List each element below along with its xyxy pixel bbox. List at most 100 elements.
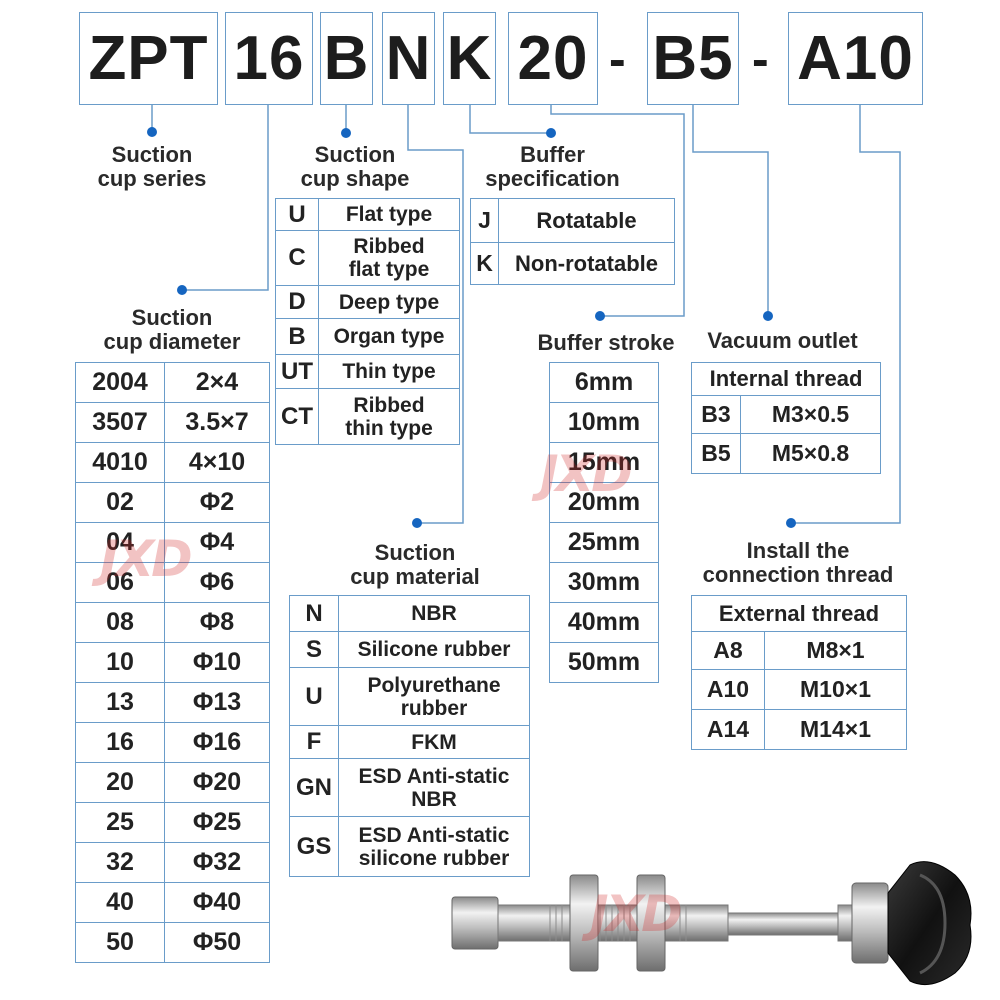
table-row: 10mm [549, 402, 659, 443]
watermark: JXD [540, 445, 633, 503]
stroke-cell: 6mm [549, 362, 659, 403]
diameter-size-cell: Φ16 [164, 722, 270, 763]
table-row: 25mm [549, 522, 659, 563]
table-row: 20mm [549, 482, 659, 523]
diameter-size-cell: Φ13 [164, 682, 270, 723]
table-row: External thread [691, 595, 907, 632]
diameter-size-cell: 2×4 [164, 362, 270, 403]
table-row: 40mm [549, 602, 659, 643]
code-buffer-stroke: 20 [508, 12, 598, 105]
suction-cup-product-image [451, 861, 972, 986]
diameter-code-cell: 3507 [75, 402, 165, 443]
vacuum-outlet-label: Vacuum outlet [707, 328, 858, 353]
table-row: S Silicone rubber [289, 631, 530, 668]
stroke-cell: 50mm [549, 642, 659, 683]
diameter-code-cell: 4010 [75, 442, 165, 483]
diameter-code-cell: 20 [75, 762, 165, 803]
table-row: N NBR [289, 595, 530, 632]
table-row: D Deep type [275, 285, 460, 319]
code-connection: A10 [788, 12, 923, 105]
diameter-code-cell: 13 [75, 682, 165, 723]
watermark: JXD [590, 885, 683, 943]
buffer-spec-dot [546, 128, 556, 138]
code-dash: - [752, 31, 769, 87]
table-row: J Rotatable [470, 198, 675, 243]
diameter-code-cell: 40 [75, 882, 165, 923]
diameter-code-cell: 32 [75, 842, 165, 883]
diameter-code-cell: 16 [75, 722, 165, 763]
connection-dot [786, 518, 796, 528]
material-dot [412, 518, 422, 528]
buffer-stroke-label: Buffer stroke [537, 330, 675, 355]
diameter-size-cell: Φ10 [164, 642, 270, 683]
table-row: U Flat type [275, 198, 460, 231]
diameter-code-cell: 10 [75, 642, 165, 683]
diameter-size-cell: Φ32 [164, 842, 270, 883]
table-row: B3 M3×0.5 [691, 395, 881, 434]
stroke-cell: 25mm [549, 522, 659, 563]
stroke-cell: 30mm [549, 562, 659, 603]
code-buffer-spec: K [443, 12, 496, 105]
buffer-stroke-dot [595, 311, 605, 321]
code-dash: - [609, 31, 626, 87]
table-row: 30mm [549, 562, 659, 603]
code-vacuum-outlet: B5 [647, 12, 739, 105]
table-row: B Organ type [275, 318, 460, 355]
table-row: 6mm [549, 362, 659, 403]
buffer-spec-table: J Rotatable K Non-rotatable [470, 198, 675, 285]
code-shape: B [320, 12, 373, 105]
diameter-code-cell: 06 [75, 562, 165, 603]
table-row: A10 M10×1 [691, 669, 907, 710]
table-row: Internal thread [691, 362, 881, 396]
series-dot [147, 127, 157, 137]
diameter-code-cell: 2004 [75, 362, 165, 403]
diameter-size-cell: Φ50 [164, 922, 270, 963]
code-series: ZPT [79, 12, 218, 105]
diameter-size-cell: Φ20 [164, 762, 270, 803]
stroke-cell: 40mm [549, 602, 659, 643]
table-row: A14 M14×1 [691, 709, 907, 750]
table-row: K Non-rotatable [470, 242, 675, 285]
diameter-dot [177, 285, 187, 295]
diameter-size-cell: Φ25 [164, 802, 270, 843]
diameter-code-cell: 25 [75, 802, 165, 843]
connection-table: External thread A8 M8×1 A10 M10×1 A14 M1… [691, 595, 907, 750]
code-material: N [382, 12, 435, 105]
diameter-size-cell: Φ2 [164, 482, 270, 523]
watermark: JXD [100, 530, 193, 588]
diameter-code-cell: 02 [75, 482, 165, 523]
table-row: UT Thin type [275, 354, 460, 389]
shape-dot [341, 128, 351, 138]
stroke-cell: 15mm [549, 442, 659, 483]
stroke-cell: 20mm [549, 482, 659, 523]
table-row: F FKM [289, 725, 530, 759]
diameter-code-cell: 04 [75, 522, 165, 563]
